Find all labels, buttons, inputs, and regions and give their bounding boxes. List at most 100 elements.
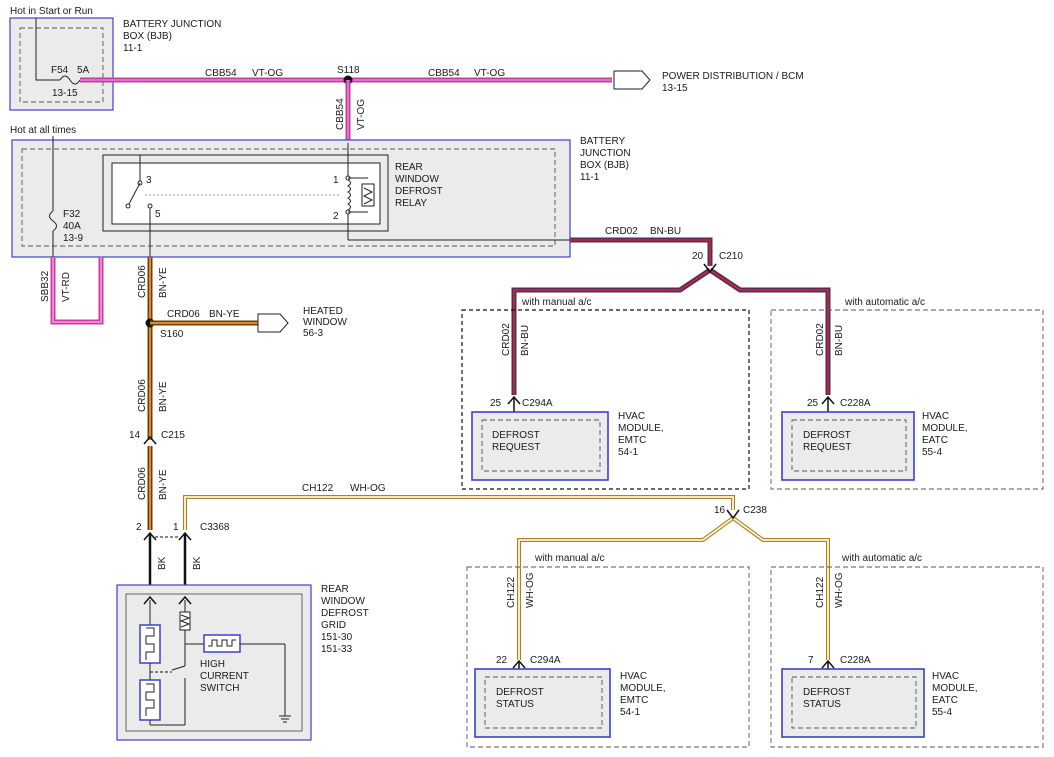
- f54-feed-wire: [35, 18, 60, 81]
- high-current-switch-l3: SWITCH: [200, 683, 239, 694]
- f32-fuse-label: F32: [63, 209, 81, 220]
- relay-box: [102, 154, 389, 232]
- hot-in-start-run-label: Hot in Start or Run: [10, 6, 93, 17]
- s118-label: S118: [337, 65, 360, 76]
- bjb-top-name-line1: BATTERY JUNCTION: [123, 19, 221, 30]
- c215-pin: 14: [129, 430, 141, 441]
- crd06-a-color: BN-YE: [158, 267, 169, 298]
- ch122-color: WH-OG: [350, 483, 386, 494]
- crd02-wire: [511, 237, 831, 395]
- bjb-top-name-line2: BOX (BJB): [123, 31, 172, 42]
- hot-at-all-times-label: Hot at all times: [10, 125, 76, 136]
- crd02-auto-circuit: CRD02: [815, 323, 826, 356]
- fuse-icon: [49, 210, 57, 232]
- f54-ref: 13-15: [52, 88, 78, 99]
- c238-pin: 16: [714, 505, 726, 516]
- emtc-status-name-l3: EMTC: [620, 695, 648, 706]
- ch122-circuit: CH122: [302, 483, 334, 494]
- emtc-defrost-request-l1: DEFROST: [492, 430, 540, 441]
- emtc-defrost-status-l1: DEFROST: [496, 687, 544, 698]
- sbb32-color: VT-RD: [61, 272, 72, 302]
- f54-fuse-label: F54: [51, 65, 69, 76]
- cbb54-right-circuit: CBB54: [428, 68, 460, 79]
- crd02-manual-label: with manual a/c: [521, 297, 591, 308]
- c3368-label: C3368: [200, 522, 230, 533]
- f32-ref: 13-9: [63, 233, 83, 244]
- c294a-request-pin: 25: [490, 398, 502, 409]
- emtc-status-ref: 54-1: [620, 707, 640, 718]
- eatc-defrost-request-l2: REQUEST: [803, 442, 851, 453]
- crd06-b-color: BN-YE: [158, 381, 169, 412]
- cbb54-drop-circuit: CBB54: [335, 98, 346, 130]
- relay-pin-3: 3: [146, 175, 152, 186]
- emtc-status-name-l1: HVAC: [620, 671, 647, 682]
- cbb54-right-color: VT-OG: [474, 68, 505, 79]
- ch122-auto-color: WH-OG: [834, 572, 845, 608]
- manual-ac-request-region: [461, 309, 750, 490]
- crd02-auto-label: with automatic a/c: [844, 297, 925, 308]
- emtc-request-name-l3: EMTC: [618, 435, 646, 446]
- eatc-status-name-l1: HVAC: [932, 671, 959, 682]
- crd02-circuit: CRD02: [605, 226, 638, 237]
- connector-arrow-icon: [726, 509, 740, 520]
- power-distribution-ref: 13-15: [662, 83, 688, 94]
- relay-label-line4: RELAY: [395, 198, 427, 209]
- eatc-request-name-l3: EATC: [922, 435, 948, 446]
- high-current-switch-l2: CURRENT: [200, 671, 249, 682]
- relay-pin-1: 1: [333, 175, 339, 186]
- ch122-wire: [183, 495, 830, 660]
- crd06-c-circuit: CRD06: [137, 467, 148, 500]
- bjb-main-name-line2: JUNCTION: [580, 148, 631, 159]
- emtc-request-box: [471, 411, 609, 481]
- grid-ref-2: 151-33: [321, 644, 353, 655]
- power-distribution-label: POWER DISTRIBUTION / BCM: [662, 71, 804, 82]
- eatc-status-ref: 55-4: [932, 707, 952, 718]
- c228a-request-pin: 25: [807, 398, 819, 409]
- relay-switch-icon: [125, 155, 340, 257]
- grid-name-l1: REAR: [321, 584, 349, 595]
- emtc-status-box: [474, 668, 611, 738]
- grid-name-l3: DEFROST: [321, 608, 369, 619]
- emtc-request-name-l1: HVAC: [618, 411, 645, 422]
- eatc-request-ref: 55-4: [922, 447, 942, 458]
- f32-amps: 40A: [63, 221, 81, 232]
- manual-ac-status-region: [466, 566, 750, 748]
- high-current-switch-l1: HIGH: [200, 659, 225, 670]
- connector-arrow-icon: [143, 435, 157, 445]
- crd06-c-color: BN-YE: [158, 469, 169, 500]
- c238-label: C238: [743, 505, 767, 516]
- emtc-request-ref: 54-1: [618, 447, 638, 458]
- ch122-manual-label: with manual a/c: [534, 553, 604, 564]
- eatc-request-name-l2: MODULE,: [922, 423, 968, 434]
- c3368-pin-1: 1: [173, 522, 179, 533]
- relay-coil-icon: [345, 143, 570, 241]
- eatc-defrost-status-l2: STATUS: [803, 699, 841, 710]
- bjb-top-ref: 11-1: [123, 43, 143, 54]
- grid-name-l4: GRID: [321, 620, 346, 631]
- relay-label-line1: REAR: [395, 162, 423, 173]
- crd06-heated-circuit: CRD06: [167, 309, 200, 320]
- ch122-auto-circuit: CH122: [815, 576, 826, 608]
- connector-arrow-icon: [257, 313, 289, 333]
- ch122-auto-label: with automatic a/c: [841, 553, 922, 564]
- bjb-main-name-line3: BOX (BJB): [580, 160, 629, 171]
- c294a-status-label: C294A: [530, 655, 561, 666]
- eatc-defrost-request-l1: DEFROST: [803, 430, 851, 441]
- c228a-status-label: C228A: [840, 655, 871, 666]
- eatc-request-box: [781, 411, 915, 481]
- crd02-manual-circuit: CRD02: [501, 323, 512, 356]
- relay-label-line2: WINDOW: [395, 174, 439, 185]
- eatc-status-box: [781, 668, 925, 738]
- relay-label-line3: DEFROST: [395, 186, 443, 197]
- relay-pin-5: 5: [155, 209, 161, 220]
- cbb54-drop-color: VT-OG: [356, 99, 367, 130]
- crd06-heated-color: BN-YE: [209, 309, 240, 320]
- heater-grid-icon: [139, 595, 286, 726]
- auto-ac-status-region: [770, 566, 1044, 748]
- bk-label-2: BK: [192, 556, 203, 570]
- grid-name-l2: WINDOW: [321, 596, 365, 607]
- bjb-main-ref: 11-1: [580, 172, 600, 183]
- s160-label: S160: [160, 329, 184, 340]
- eatc-request-name-l1: HVAC: [922, 411, 949, 422]
